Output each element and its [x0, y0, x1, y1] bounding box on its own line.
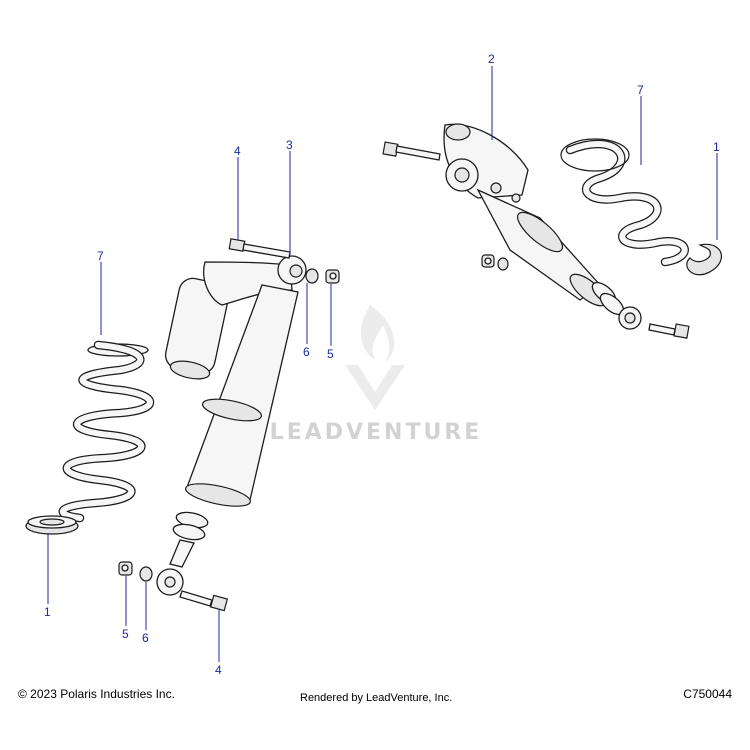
- left-lower-nut[interactable]: [118, 561, 133, 576]
- right-upper-bolt[interactable]: [382, 141, 441, 161]
- callout-2: 2: [488, 52, 495, 66]
- copyright-text: © 2023 Polaris Industries Inc.: [18, 687, 175, 701]
- left-coil-spring[interactable]: [58, 340, 155, 523]
- diagram-code: C750044: [683, 687, 732, 701]
- left-upper-washer[interactable]: [305, 268, 319, 284]
- callout-7-left: 7: [97, 249, 104, 263]
- left-shock-absorber[interactable]: [156, 255, 307, 596]
- callout-4-lower: 4: [215, 663, 222, 677]
- callout-5-lower: 5: [122, 627, 129, 641]
- watermark-text: LEADVENTURE: [269, 420, 483, 445]
- left-lower-washer[interactable]: [139, 566, 153, 582]
- left-upper-nut[interactable]: [325, 269, 340, 284]
- right-shock-absorber[interactable]: [443, 123, 642, 330]
- callout-4-upper: 4: [234, 144, 241, 158]
- callout-1-right: 1: [713, 140, 720, 154]
- callout-1-left: 1: [44, 605, 51, 619]
- right-nut[interactable]: [481, 254, 495, 268]
- rendered-by-text: Rendered by LeadVenture, Inc.: [300, 692, 453, 704]
- right-lower-bolt[interactable]: [648, 323, 690, 339]
- right-coil-spring[interactable]: [560, 138, 689, 267]
- left-spring-retainer[interactable]: [25, 515, 79, 535]
- callout-5-upper: 5: [327, 347, 334, 361]
- leadventure-logo-icon: [345, 305, 405, 410]
- callout-3: 3: [286, 138, 293, 152]
- callout-6-upper: 6: [303, 345, 310, 359]
- right-spring-retainer[interactable]: [686, 243, 723, 276]
- right-washer[interactable]: [497, 257, 509, 271]
- left-upper-bolt[interactable]: [228, 238, 291, 259]
- callout-7-right: 7: [637, 83, 644, 97]
- callout-6-lower: 6: [142, 631, 149, 645]
- left-lower-bolt[interactable]: [179, 590, 229, 612]
